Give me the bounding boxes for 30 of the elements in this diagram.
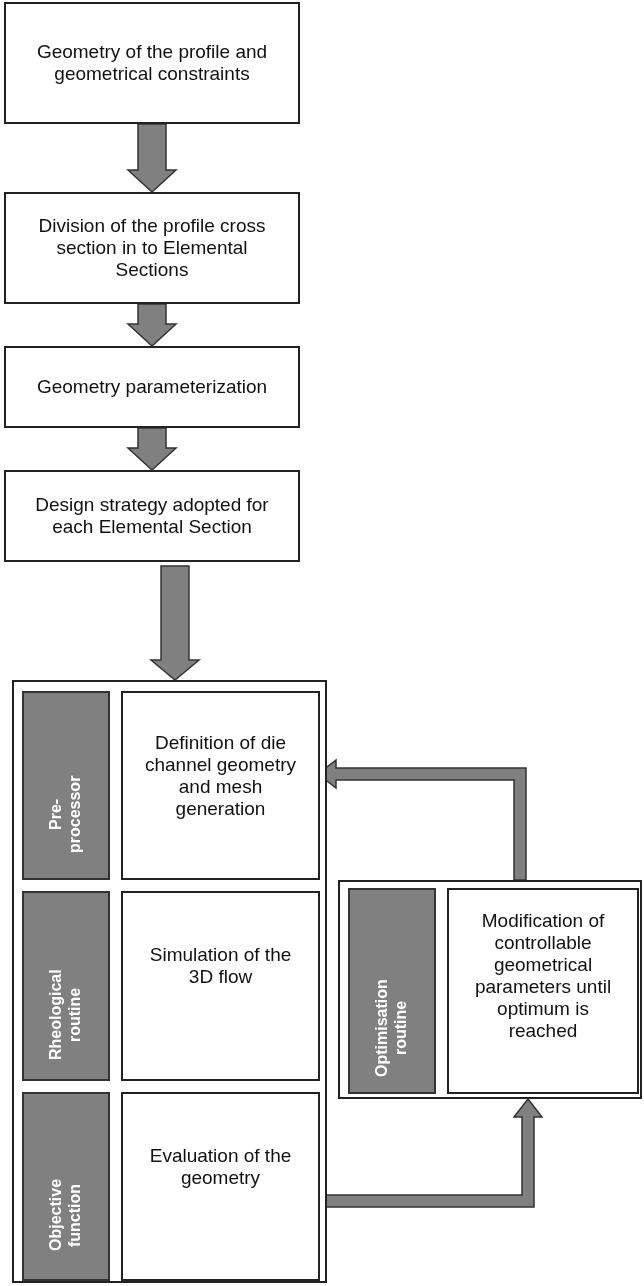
block-arrow xyxy=(148,565,202,681)
tab-label: Objective function xyxy=(46,1178,84,1253)
box-text: Modification of controllable geometrical parameters until optimum is reached xyxy=(473,910,613,1042)
label-tab xyxy=(22,891,110,1081)
process-box xyxy=(121,1092,320,1281)
label-tab xyxy=(22,1092,110,1281)
tab-label: Pre- processor xyxy=(46,774,84,855)
process-box xyxy=(447,888,639,1094)
process-box xyxy=(4,2,300,124)
label-tab xyxy=(348,888,436,1094)
process-box xyxy=(4,470,300,562)
box-text: Definition of die channel geometry and mesh generation xyxy=(143,731,297,820)
box-text: Geometry of the profile and geometrical constraints xyxy=(35,41,269,85)
process-box xyxy=(121,691,320,880)
process-box xyxy=(4,346,300,428)
block-arrow xyxy=(126,427,178,471)
box-text: Evaluation of the geometry xyxy=(148,1144,293,1189)
tab-label: Optimisation routine xyxy=(372,978,410,1079)
group-box xyxy=(338,880,642,1099)
process-box xyxy=(4,192,300,304)
box-text: Simulation of the 3D flow xyxy=(148,944,293,988)
box-text: Division of the profile cross section in to Elemental Sections xyxy=(37,215,267,281)
group-box xyxy=(12,680,327,1283)
box-text: Geometry parameterization xyxy=(35,376,269,398)
block-arrow xyxy=(126,123,178,193)
process-box xyxy=(121,891,320,1081)
label-tab xyxy=(22,691,110,880)
block-arrow xyxy=(126,303,178,347)
box-text: Design strategy adopted for each Elemental Section xyxy=(34,494,270,538)
tab-label: Rheological routine xyxy=(46,968,84,1063)
